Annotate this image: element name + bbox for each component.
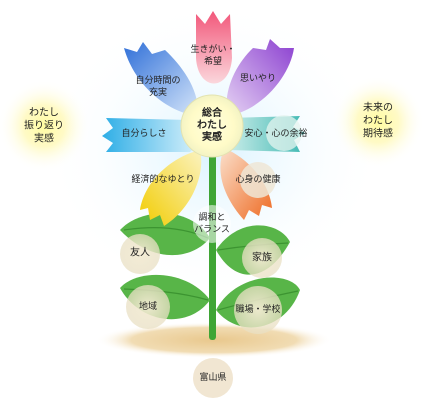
left-glow-label: わたし 振り返り 実感: [24, 107, 64, 145]
stem-center-label: 調和と バランス: [194, 213, 230, 235]
flower-center: [180, 94, 244, 158]
petal-left-label: 自分らしさ: [121, 129, 167, 139]
petal-upper-right-label: 思いやり: [239, 74, 277, 84]
right-glow-label: 未来の わたし 期待感: [363, 102, 393, 140]
right-glow: [332, 76, 424, 168]
circle-health: [240, 162, 276, 198]
petal-top-label: 生きがい・ 希望: [190, 45, 236, 67]
leaf-family-label: 家族: [252, 252, 272, 264]
stem: [209, 150, 216, 340]
leaf-work-school-label: 職場・学校: [235, 305, 281, 315]
petal-lower-left-label: 経済的なゆとり: [131, 175, 195, 185]
petal-upper-left: [124, 42, 199, 116]
leaf-friend-label: 友人: [130, 247, 150, 259]
petal-lower-left: [140, 150, 202, 226]
petal-upper-left-label: 自分時間の 充実: [135, 76, 181, 98]
leaf-lower-left-vein: [123, 288, 209, 301]
left-glow: [0, 80, 90, 172]
circle-family: [242, 238, 282, 278]
circle-right: [266, 115, 302, 151]
circle-friend: [120, 234, 160, 274]
petal-lower-right-label: 心身の健康: [235, 175, 281, 185]
petal-right-label: 安心・心の余裕: [244, 129, 308, 139]
circle-community: [126, 285, 170, 329]
circle-toyama: [193, 358, 233, 398]
ground: [96, 322, 332, 358]
center-label: 総合 わたし 実感: [197, 108, 227, 143]
petal-top: [196, 11, 232, 84]
ground-label: 富山県: [199, 373, 227, 383]
petal-left: [102, 118, 198, 152]
circle-work-school: [234, 286, 282, 334]
stem-center-circle: [193, 205, 231, 243]
leaf-community-label: 地域: [138, 302, 158, 312]
petal-upper-right: [226, 39, 294, 116]
